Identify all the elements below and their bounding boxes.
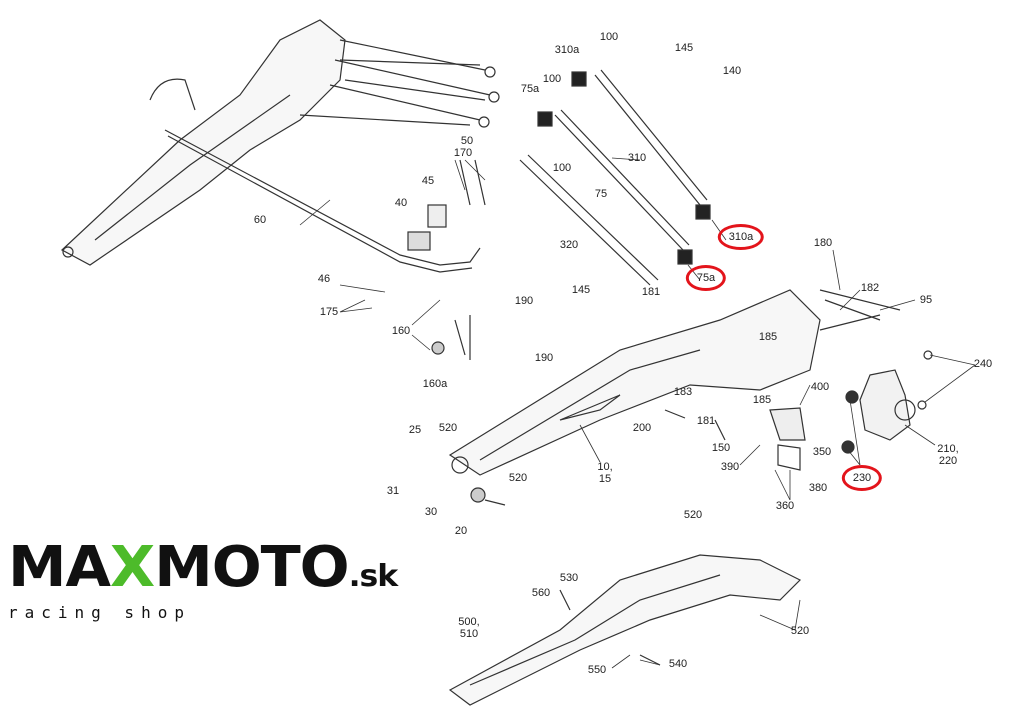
part-label: 182 (860, 282, 880, 294)
part-label: 320 (559, 239, 579, 251)
part-label: 360 (775, 500, 795, 512)
trailing-arm (448, 289, 901, 476)
part-label: 210, 220 (937, 443, 959, 467)
part-label: 160a (422, 378, 448, 390)
part-label: 181 (641, 286, 661, 298)
leader-lines (299, 157, 976, 669)
link-rods (459, 69, 711, 286)
part-label: 530 (559, 572, 579, 584)
part-label: 170 (453, 147, 473, 159)
part-label: 380 (808, 482, 828, 494)
part-label: 45 (421, 175, 435, 187)
part-label: 145 (571, 284, 591, 296)
part-label: 400 (810, 381, 830, 393)
stabilizer-bar (164, 129, 481, 273)
part-label: 46 (317, 273, 331, 285)
logo-part: MA (8, 535, 111, 600)
highlighted-part-label: 310a (717, 224, 765, 250)
part-label: 240 (973, 358, 993, 370)
part-label: 310 (627, 152, 647, 164)
part-label: 181 (696, 415, 716, 427)
part-label: 60 (253, 214, 267, 226)
knuckle (841, 350, 933, 454)
part-label: 520 (790, 625, 810, 637)
part-label: 190 (514, 295, 534, 307)
part-label: 100 (542, 73, 562, 85)
logo-x: X (109, 535, 155, 600)
logo-wordmark: MAXMOTO.sk (8, 540, 399, 605)
part-label: 30 (424, 506, 438, 518)
part-label: 40 (394, 197, 408, 209)
lower-frame (448, 554, 802, 706)
part-label: 310a (554, 44, 580, 56)
part-label: 390 (720, 461, 740, 473)
small-hardware (431, 315, 806, 506)
part-label: 520 (683, 509, 703, 521)
part-label: 95 (919, 294, 933, 306)
part-label: 140 (722, 65, 742, 77)
part-label: 190 (534, 352, 554, 364)
part-label: 185 (758, 331, 778, 343)
logo-domain: .sk (348, 559, 399, 594)
part-label: 100 (599, 31, 619, 43)
part-label: 100 (552, 162, 572, 174)
part-label: 160 (391, 325, 411, 337)
logo-tagline: racing shop (8, 603, 191, 622)
part-label: 150 (711, 442, 731, 454)
part-label: 25 (408, 424, 422, 436)
highlighted-part-label: 75a (685, 265, 727, 291)
swing-arm-assembly (60, 19, 500, 266)
highlighted-part-label: 230 (841, 465, 883, 491)
part-label: 500, 510 (458, 616, 480, 640)
part-label: 185 (752, 394, 772, 406)
part-label: 200 (632, 422, 652, 434)
part-label: 31 (386, 485, 400, 497)
part-label: 540 (668, 658, 688, 670)
logo-part: MOTO (154, 535, 349, 600)
part-label: 20 (454, 525, 468, 537)
part-label: 10, 15 (597, 461, 613, 485)
part-label: 75 (594, 188, 608, 200)
part-label: 183 (673, 386, 693, 398)
part-label: 550 (587, 664, 607, 676)
part-label: 350 (812, 446, 832, 458)
part-label: 520 (508, 472, 528, 484)
part-label: 50 (460, 135, 474, 147)
part-label: 180 (813, 237, 833, 249)
part-label: 520 (438, 422, 458, 434)
part-label: 145 (674, 42, 694, 54)
part-label: 175 (319, 306, 339, 318)
part-label: 560 (531, 587, 551, 599)
part-label: 75a (520, 83, 540, 95)
maxmoto-logo: MAXMOTO.sk racing shop (8, 540, 398, 623)
